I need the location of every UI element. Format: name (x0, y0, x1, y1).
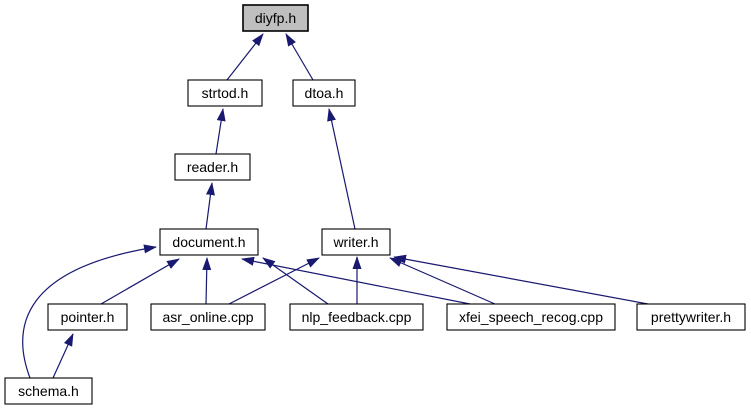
node-xfei_speech_recog_cpp[interactable]: xfei_speech_recog.cpp (446, 303, 616, 331)
node-dtoa_h[interactable]: dtoa.h (292, 79, 356, 107)
node-box-document_h[interactable] (159, 228, 259, 256)
node-box-asr_online_cpp[interactable] (150, 303, 266, 331)
node-box-diyfp_h[interactable] (242, 4, 309, 32)
edge-xfei_speech_recog_cpp-to-writer_h (389, 257, 496, 305)
node-box-nlp_feedback_cpp[interactable] (289, 303, 424, 331)
edge-schema_h-to-document_h (22, 244, 157, 379)
edge-reader_h-to-strtod_h (215, 108, 226, 155)
node-label-diyfp_h[interactable]: diyfp.h (255, 10, 296, 26)
node-asr_online_cpp[interactable]: asr_online.cpp (150, 303, 266, 331)
node-label-schema_h[interactable]: schema.h (18, 383, 79, 399)
edge-asr_online_cpp-to-document_h (202, 257, 212, 305)
node-document_h[interactable]: document.h (159, 228, 259, 256)
node-reader_h[interactable]: reader.h (174, 153, 251, 181)
edge-schema_h-to-pointer_h (52, 333, 74, 379)
node-label-pointer_h[interactable]: pointer.h (61, 309, 115, 325)
node-label-prettywriter_h[interactable]: prettywriter.h (651, 309, 731, 325)
edge-prettywriter_h-to-writer_h (393, 254, 649, 305)
node-box-dtoa_h[interactable] (292, 79, 356, 107)
edge-document_h-to-reader_h (205, 182, 215, 230)
node-box-writer_h[interactable] (321, 228, 391, 256)
node-label-strtod_h[interactable]: strtod.h (202, 85, 249, 101)
node-writer_h[interactable]: writer.h (321, 228, 391, 256)
node-schema_h[interactable]: schema.h (4, 377, 93, 405)
nodes-layer: diyfp.h strtod.h dtoa.h reader.h document.h w… (4, 4, 746, 405)
node-prettywriter_h[interactable]: prettywriter.h (636, 303, 746, 331)
edge-pointer_h-to-document_h (100, 258, 180, 305)
node-label-asr_online_cpp[interactable]: asr_online.cpp (162, 309, 253, 325)
node-diyfp_h[interactable]: diyfp.h (242, 4, 309, 32)
edge-asr_online_cpp-to-writer_h (228, 257, 320, 305)
node-box-strtod_h[interactable] (187, 79, 263, 107)
node-box-prettywriter_h[interactable] (636, 303, 746, 331)
node-label-nlp_feedback_cpp[interactable]: nlp_feedback.cpp (302, 309, 412, 325)
node-label-writer_h[interactable]: writer.h (332, 234, 378, 250)
node-label-dtoa_h[interactable]: dtoa.h (305, 85, 344, 101)
edge-xfei_speech_recog_cpp-to-document_h (241, 256, 471, 305)
node-label-xfei_speech_recog_cpp[interactable]: xfei_speech_recog.cpp (459, 309, 603, 325)
edge-writer_h-to-dtoa_h (327, 108, 356, 230)
node-nlp_feedback_cpp[interactable]: nlp_feedback.cpp (289, 303, 424, 331)
node-box-schema_h[interactable] (4, 377, 93, 405)
node-box-pointer_h[interactable] (47, 303, 128, 331)
node-label-document_h[interactable]: document.h (172, 234, 245, 250)
node-box-xfei_speech_recog_cpp[interactable] (446, 303, 616, 331)
node-box-reader_h[interactable] (174, 153, 251, 181)
edge-strtod_h-to-diyfp_h (226, 33, 264, 81)
node-strtod_h[interactable]: strtod.h (187, 79, 263, 107)
edges-layer (22, 33, 649, 379)
edge-dtoa_h-to-diyfp_h (285, 33, 314, 81)
node-label-reader_h[interactable]: reader.h (187, 159, 238, 175)
node-pointer_h[interactable]: pointer.h (47, 303, 128, 331)
